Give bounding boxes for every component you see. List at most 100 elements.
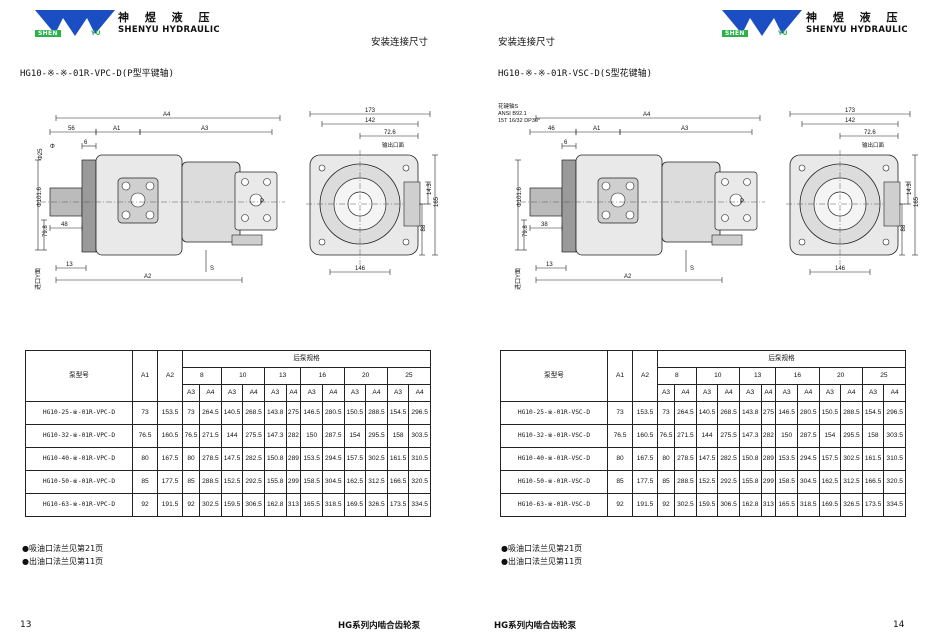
header-size: 25 <box>861 367 907 385</box>
bolt-hole <box>121 210 131 220</box>
cell-value: 173.5 <box>386 493 410 517</box>
cell-value: 154.5 <box>386 401 410 425</box>
label-inlet-face: 进口Y面 <box>34 268 42 290</box>
cell-value: 304.5 <box>796 470 820 494</box>
cell-value: 147.5 <box>220 447 244 471</box>
cell-value: 162.8 <box>263 493 287 517</box>
bolt-hole <box>743 214 751 222</box>
cell-value: 313 <box>760 493 777 517</box>
bolt-hole <box>721 178 729 186</box>
cell-value: 289 <box>285 447 302 471</box>
logo-shen-text: SHEN <box>722 30 748 37</box>
dim-a1: A1 <box>113 126 121 132</box>
cell-value: 92 <box>656 493 676 517</box>
cell-value: 282 <box>285 424 302 448</box>
bolt-hole <box>601 210 611 220</box>
outlet-face <box>883 181 901 227</box>
cell-value: 302.5 <box>840 447 863 471</box>
dim-a4: A4 <box>643 112 651 118</box>
cell-value: 153.5 <box>775 447 798 471</box>
cell-value: 80 <box>181 447 201 471</box>
dim-dia-f: Φ <box>50 144 55 150</box>
logo-yu-text: YU <box>91 30 101 37</box>
cell-value: 296.5 <box>883 401 906 425</box>
cell-a2: 160.5 <box>632 424 658 448</box>
cell-model: HG10-63-※-01R-VPC-D <box>25 493 133 517</box>
bolt-hole <box>145 210 155 220</box>
cell-model: HG10-50-※-01R-VPC-D <box>25 470 133 494</box>
cell-value: 312.5 <box>365 470 388 494</box>
cell-value: 165.5 <box>300 493 323 517</box>
dim-173: 173 <box>845 108 856 114</box>
mount-hole <box>318 164 326 172</box>
bolt-hole <box>145 181 155 191</box>
dim-dia-101: Φ101.6 <box>37 187 43 207</box>
logo-mark-icon <box>722 10 802 36</box>
cell-value: 282.5 <box>717 447 740 471</box>
bolt-hole <box>625 181 635 191</box>
foot-block <box>231 234 263 246</box>
header-sub: A3 <box>656 384 676 402</box>
header-a2: A2 <box>157 350 183 402</box>
cell-value: 76.5 <box>181 424 201 448</box>
cell-value: 282 <box>760 424 777 448</box>
port-hole <box>249 193 263 207</box>
cell-value: 302.5 <box>365 447 388 471</box>
header-sub: A3 <box>695 384 719 402</box>
cell-value: 271.5 <box>199 424 222 448</box>
logo-mark-icon <box>35 10 115 36</box>
cell-a1: 85 <box>132 470 158 494</box>
cell-a2: 167.5 <box>632 447 658 471</box>
cell-value: 299 <box>285 470 302 494</box>
cell-value: 268.5 <box>717 401 740 425</box>
dim-88: 88 <box>421 224 427 231</box>
cell-value: 158 <box>386 424 410 448</box>
mount-hole <box>882 164 890 172</box>
cell-a1: 80 <box>607 447 633 471</box>
logo-shen-text: SHEN <box>35 30 61 37</box>
footer-title-left: HG系列内啮合齿轮泵 <box>338 621 421 631</box>
note-inlet-left: ●吸油口法兰见第21页 <box>22 544 104 553</box>
port-hole <box>130 192 146 208</box>
cell-value: 294.5 <box>321 447 345 471</box>
cell-value: 162.5 <box>818 470 842 494</box>
cell-value: 158.5 <box>300 470 323 494</box>
header-sub: A4 <box>285 384 302 402</box>
header-sub: A3 <box>738 384 762 402</box>
cell-value: 288.5 <box>674 470 697 494</box>
bolt-hole <box>121 181 131 191</box>
cell-value: 161.5 <box>861 447 885 471</box>
brand-name-cn: 神 煜 液 压 <box>118 11 216 24</box>
cell-value: 287.5 <box>796 424 820 448</box>
header-sub: A4 <box>760 384 777 402</box>
cell-value: 143.8 <box>738 401 762 425</box>
brand-name-cn-right: 神 煜 液 压 <box>806 11 904 24</box>
label-outlet: 输出口面 <box>862 141 885 149</box>
dim-142: 142 <box>365 118 376 124</box>
dim-88: 88 <box>901 224 907 231</box>
cell-value: 320.5 <box>408 470 431 494</box>
cell-model: HG10-32-※-01R-VPC-D <box>25 424 133 448</box>
bolt-hole <box>601 181 611 191</box>
header-rear-pump: 后泵规格 <box>182 350 431 368</box>
logo-yu-text: YU <box>778 30 788 37</box>
cell-value: 282.5 <box>242 447 265 471</box>
header-a2: A2 <box>632 350 658 402</box>
cell-value: 150.8 <box>263 447 287 471</box>
header-sub: A3 <box>861 384 885 402</box>
cell-a1: 76.5 <box>607 424 633 448</box>
dim-146: 146 <box>355 266 366 272</box>
mount-hole <box>318 238 326 246</box>
port-hole <box>610 192 626 208</box>
label-s: S <box>690 266 694 272</box>
cell-value: 326.5 <box>840 493 863 517</box>
cell-value: 92 <box>181 493 201 517</box>
cell-value: 295.5 <box>365 424 388 448</box>
cell-value: 80 <box>656 447 676 471</box>
